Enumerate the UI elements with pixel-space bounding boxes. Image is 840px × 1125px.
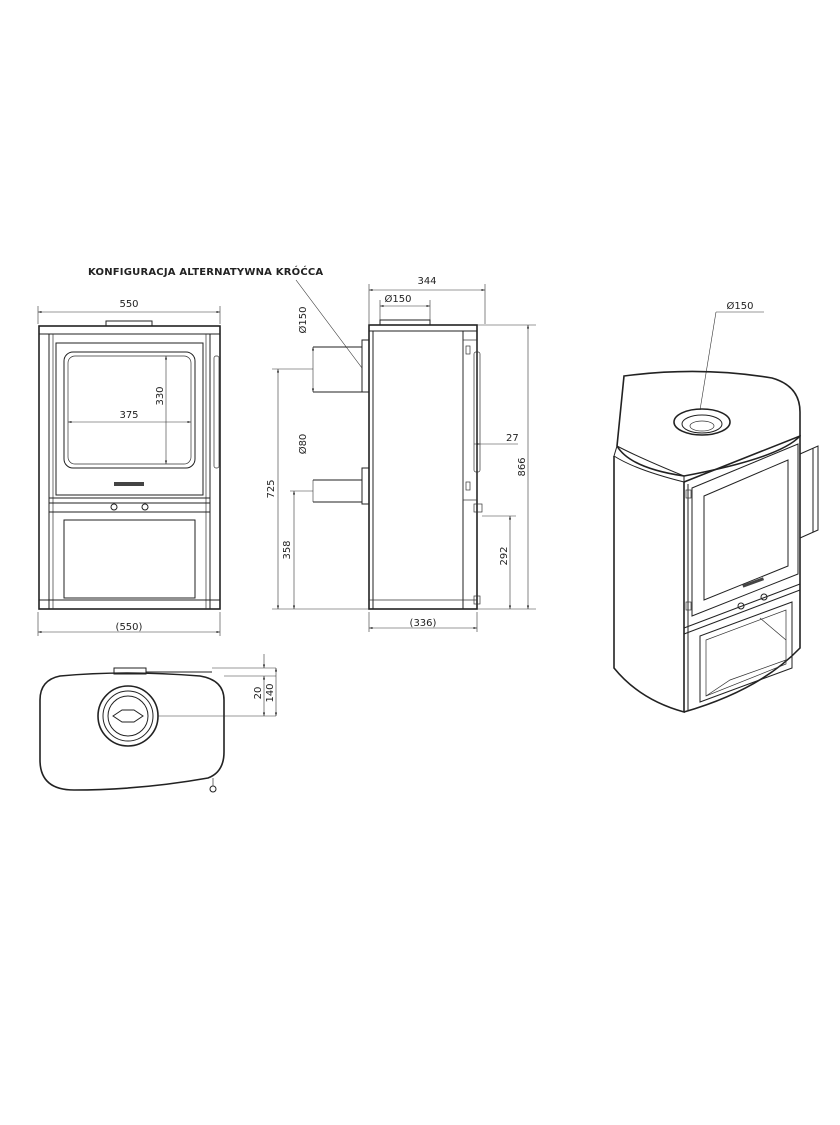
front-top-flue-collar [105,320,153,327]
top-body-outline [39,672,225,791]
window-height-label: 330 [155,386,166,405]
front-bottom-width-label: (550) [116,622,143,633]
iso-left-side [613,456,685,714]
front-door-frame [55,342,204,496]
top-flue-damper [112,709,144,723]
log-store-opening [63,519,196,599]
side-body-outline [368,324,478,610]
iso-glass-window [703,459,789,601]
handle-offset-label: 27 [506,433,519,444]
air-inlet-label: Ø80 [297,434,309,455]
iso-flue-label: Ø150 [727,300,754,312]
top-handle-knob [209,785,217,793]
total-height-label: 866 [517,457,528,476]
iso-brand-logo [742,577,765,588]
air-control-knob-right [141,503,149,511]
top-view: 20 140 [39,654,278,793]
iso-door [691,443,799,617]
side-depth-label: 344 [417,276,436,287]
iso-top-surface [616,370,801,477]
front-view: 550 375 330 (550) [37,299,221,636]
window-width-label: 375 [119,410,138,421]
rear-flue-height-label: 725 [266,479,277,498]
top-flue-offset-label: 140 [265,683,276,702]
top-flue-ring-outer [97,685,159,747]
iso-flue-ring [673,408,731,436]
front-width-label: 550 [119,299,138,310]
air-inlet-height-label: 358 [282,540,293,559]
callout-leader-line [295,279,363,369]
alternative-config-callout: KONFIGURACJA ALTERNATYWNA KRÓĆCA [88,265,363,369]
side-door-handle [473,351,481,473]
ash-height-label: 292 [499,546,510,565]
iso-door-handle [799,445,819,539]
isometric-view: Ø150 [613,300,819,714]
rear-flue-label: Ø150 [297,307,309,334]
brand-logo [114,482,144,486]
front-glass-window [63,351,196,469]
front-door-handle [213,355,220,469]
top-small-offset-label: 20 [253,687,264,700]
iso-log-store [699,601,793,703]
iso-front-face [683,434,801,713]
air-control-knob-left [110,503,118,511]
top-flue-label: Ø150 [385,293,412,305]
side-bottom-depth-label: (336) [410,618,437,629]
annotation-label: KONFIGURACJA ALTERNATYWNA KRÓĆCA [88,265,323,278]
side-view: 344 Ø150 Ø150 Ø80 27 [266,276,536,632]
